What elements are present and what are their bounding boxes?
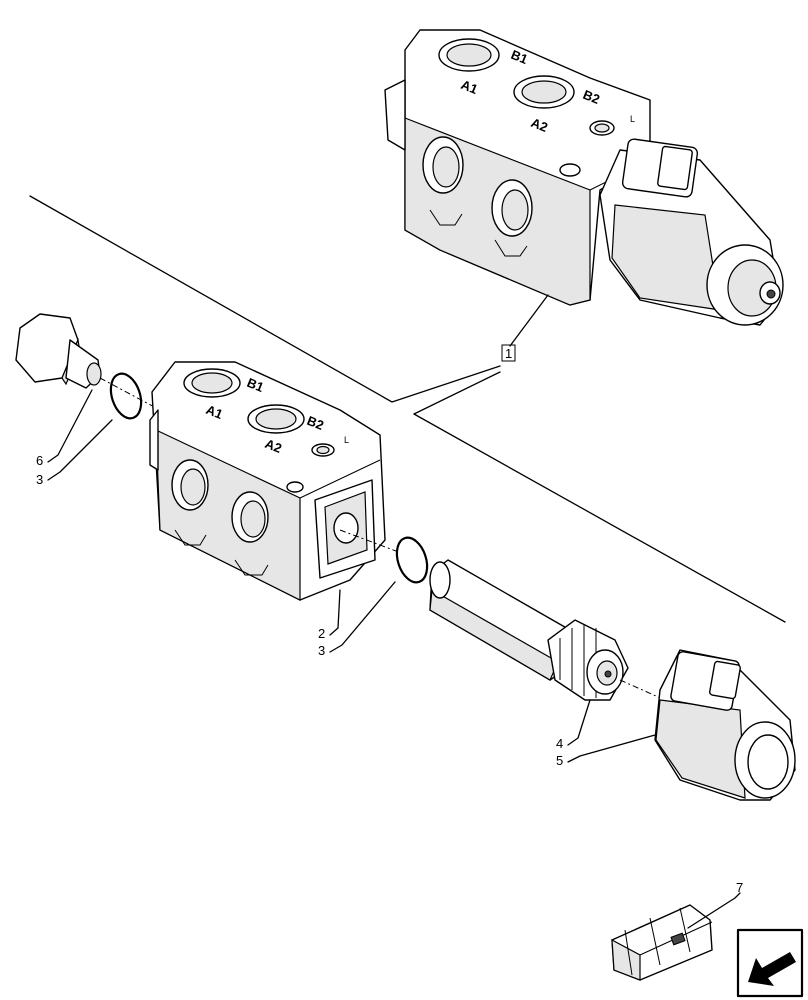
marking-a2: A2 (263, 436, 284, 456)
previous-page-arrow-icon (736, 928, 804, 998)
leader-ref-1 (509, 294, 549, 347)
part-6-plug (15, 313, 102, 389)
axis-line-left (99, 377, 161, 411)
ref-box-1 (501, 344, 516, 362)
part-2-valve-section: B1 A1 B2 A2 L (149, 361, 386, 601)
marking-a2-top: A2 (529, 115, 550, 135)
marking-b2: B2 (305, 413, 326, 433)
callout-4: 4 (556, 736, 563, 751)
callout-6: 6 (36, 453, 43, 468)
axis-line-right (619, 679, 666, 701)
part-4-cartridge (429, 559, 629, 701)
callout-7: 7 (736, 880, 743, 895)
part-5-coil (654, 649, 796, 801)
callout-5: 5 (556, 753, 563, 768)
marking-a1-top: A1 (459, 77, 480, 97)
marking-b2-top: B2 (581, 87, 602, 107)
marking-b1: B1 (245, 375, 266, 395)
callout-leaders (47, 389, 741, 929)
callout-1: 1 (505, 346, 512, 361)
part-3-oring-left (109, 372, 143, 420)
callout-2: 2 (318, 626, 325, 641)
marking-l: L (344, 435, 349, 445)
marking-l-top: L (630, 114, 635, 124)
marking-a1: A1 (204, 402, 225, 422)
callout-3-center: 3 (318, 643, 325, 658)
callout-3-left: 3 (36, 472, 43, 487)
packaged-kit-icon (611, 904, 713, 981)
assembled-valve: B1 A1 B2 A2 L (384, 29, 784, 326)
section-divider (29, 195, 786, 623)
part-3-oring-right (395, 536, 429, 584)
marking-b1-top: B1 (509, 47, 530, 67)
